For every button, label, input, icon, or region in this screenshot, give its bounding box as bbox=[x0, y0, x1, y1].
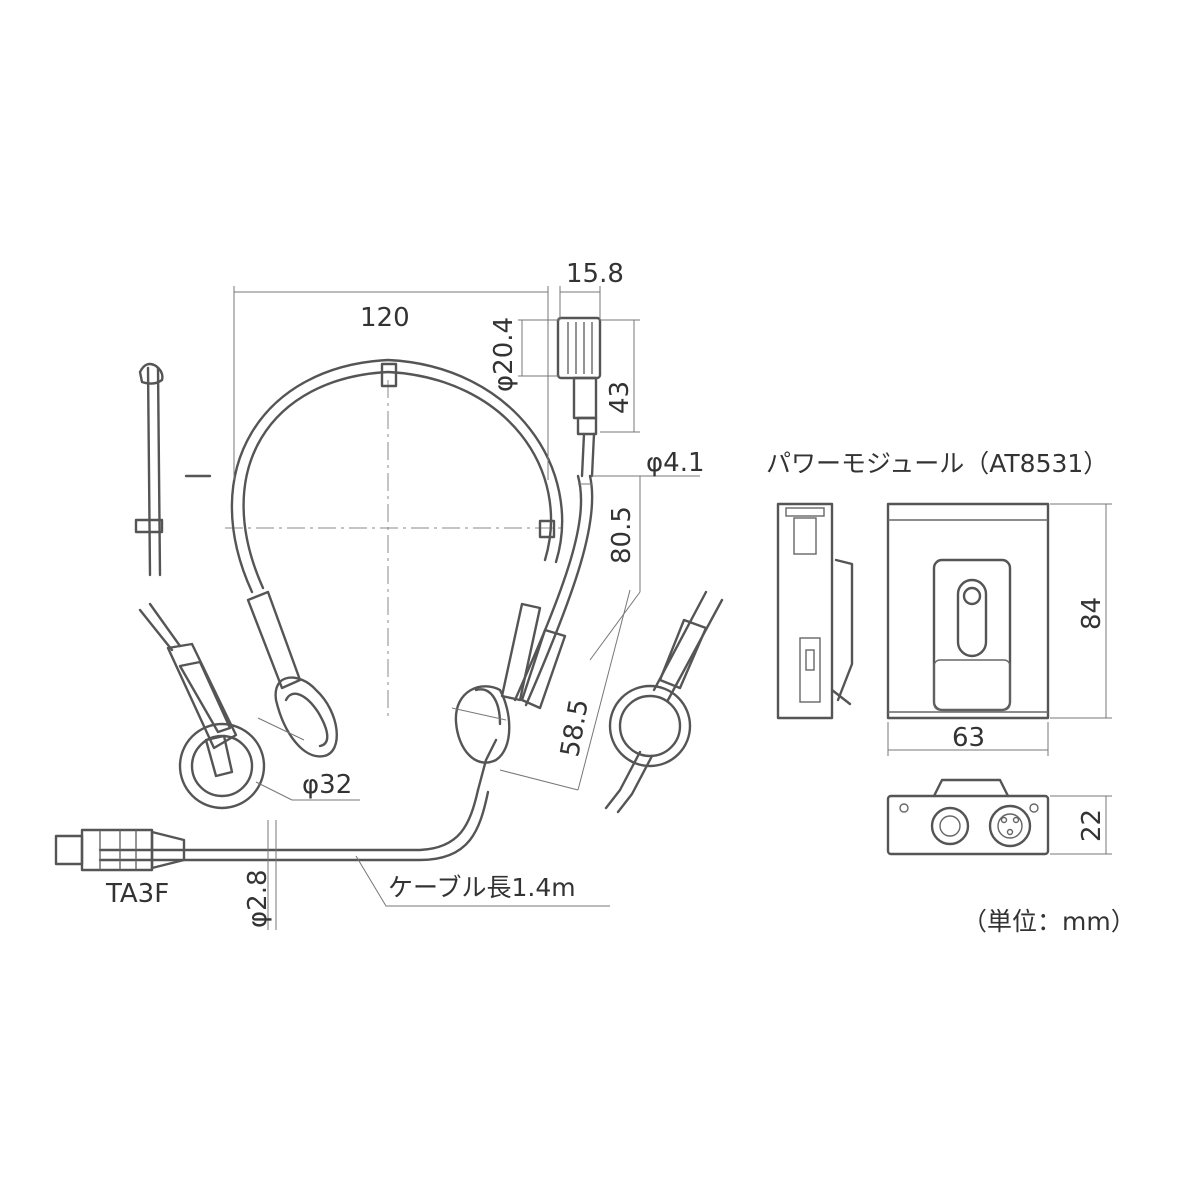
mic-diameter-label: φ20.4 bbox=[489, 317, 519, 392]
earpad-diameter-label: φ32 bbox=[302, 770, 352, 800]
power-module-width-label: 63 bbox=[952, 723, 985, 753]
boom-length-lower-label: 58.5 bbox=[555, 697, 595, 759]
mic-length-label: 15.8 bbox=[566, 259, 624, 289]
left-earpad-front-view bbox=[138, 602, 293, 810]
connector-label: TA3F bbox=[105, 879, 169, 909]
cable-diameter-label: φ2.8 bbox=[243, 870, 273, 929]
power-module-front-view bbox=[886, 502, 1112, 756]
power-module-side-view bbox=[776, 502, 854, 720]
boom-diameter-label: φ4.1 bbox=[646, 448, 705, 478]
headband-width-label: 120 bbox=[360, 303, 410, 333]
right-earpad-side-view bbox=[604, 590, 724, 814]
boom-length-upper-label: 80.5 bbox=[607, 506, 637, 564]
power-module-bottom-view bbox=[886, 778, 1112, 856]
cable-length-label: ケーブル長1.4m bbox=[388, 873, 576, 902]
unit-note: （単位：mm） bbox=[962, 907, 1136, 936]
power-module-depth-label: 22 bbox=[1077, 809, 1107, 842]
mic-capsule-height-label: 43 bbox=[605, 381, 635, 414]
headband-side-view bbox=[134, 362, 212, 577]
headset-front-view bbox=[98, 316, 602, 862]
ta3f-connector bbox=[54, 820, 277, 930]
power-module-title: パワーモジュール（AT8531） bbox=[766, 449, 1108, 478]
power-module-height-label: 84 bbox=[1077, 597, 1107, 630]
dimension-lines bbox=[233, 286, 700, 907]
